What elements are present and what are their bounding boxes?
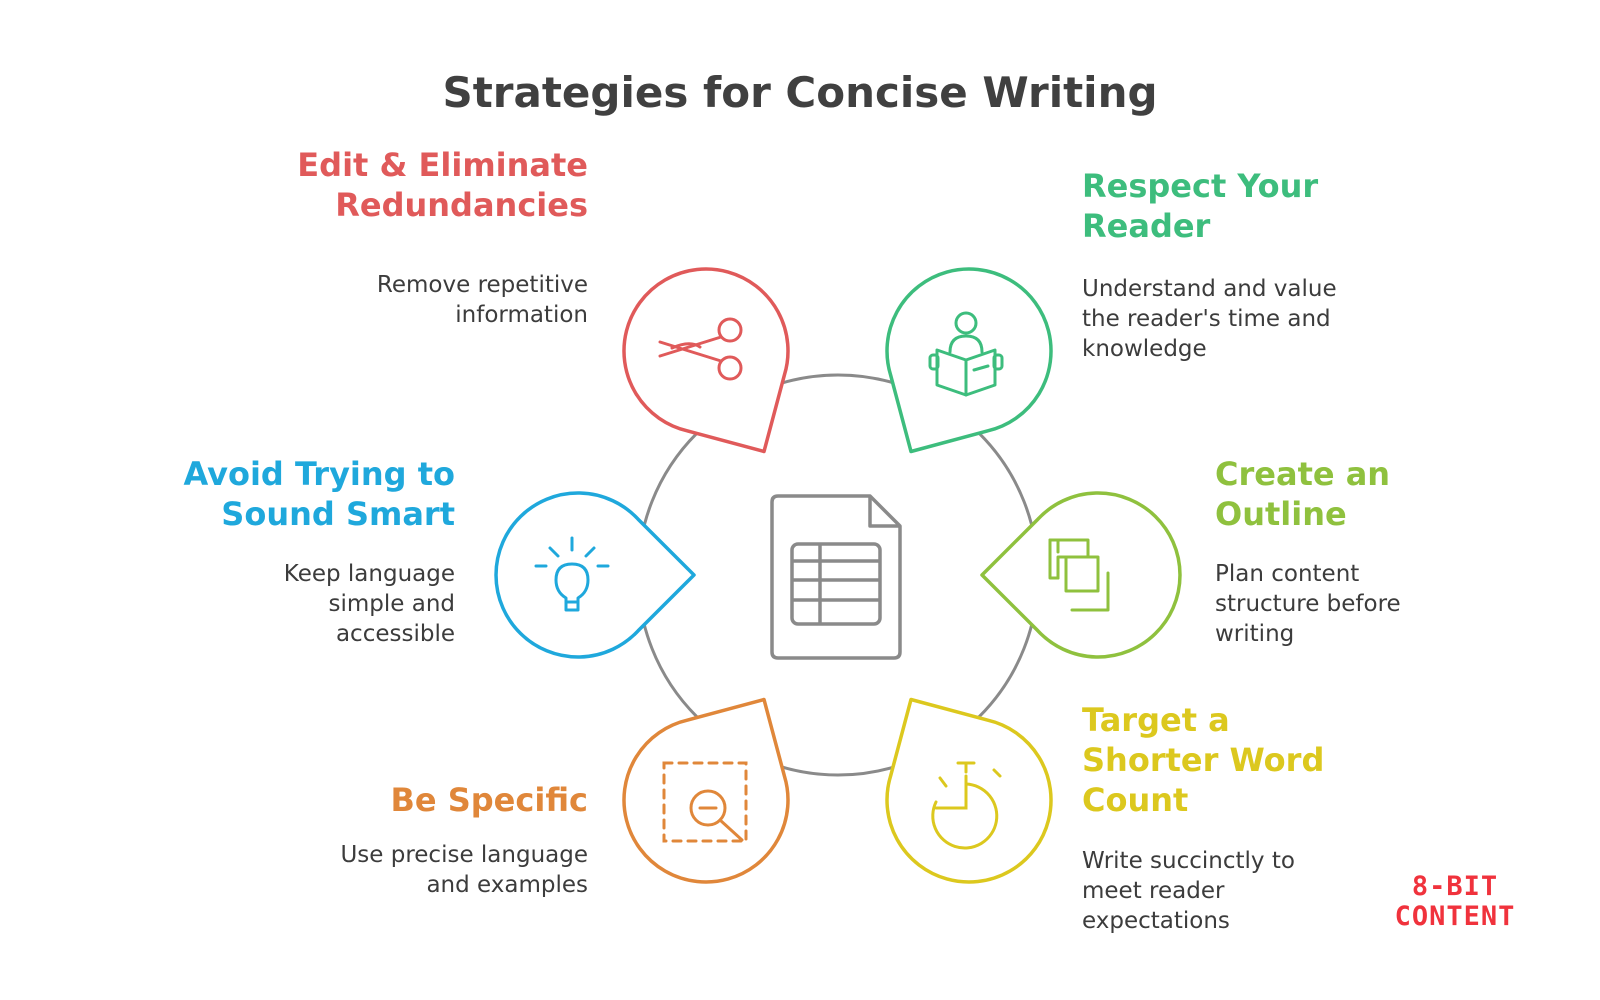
strategy-description-outline: Plan content structure before writing (1215, 561, 1401, 647)
page-title: Strategies for Concise Writing (442, 68, 1158, 117)
strategy-description-respect: Understand and value the reader's time a… (1082, 276, 1337, 362)
strategy-heading-outline: Create an Outline (1215, 455, 1391, 533)
document-table-icon (770, 494, 902, 660)
strategy-description-target: Write succinctly to meet reader expectat… (1082, 848, 1295, 934)
stopwatch-icon (931, 761, 1002, 850)
strategy-heading-target: Target a Shorter Word Count (1082, 701, 1325, 819)
pin-avoid (494, 491, 696, 659)
outline-icon (1048, 538, 1110, 612)
strategy-heading-avoid: Avoid Trying to Sound Smart (183, 455, 455, 533)
strategy-description-specific: Use precise language and examples (340, 842, 588, 898)
scissors-icon (658, 317, 743, 381)
lightbulb-icon (534, 536, 610, 612)
strategy-heading-specific: Be Specific (390, 781, 588, 819)
logo-line-1: 8-BIT (1411, 871, 1499, 902)
strategy-description-avoid: Keep language simple and accessible (283, 561, 455, 647)
magnify-icon (662, 761, 748, 843)
logo-line-2: CONTENT (1394, 901, 1516, 932)
reader-icon (928, 311, 1004, 397)
pin-outline (980, 491, 1182, 659)
strategy-description-edit: Remove repetitive information (376, 272, 588, 328)
strategy-heading-respect: Respect Your Reader (1082, 167, 1319, 245)
pin-target (885, 697, 1053, 884)
brand-logo: 8-BIT CONTENT (1380, 872, 1530, 932)
pin-edit (622, 267, 790, 454)
strategy-heading-edit: Edit & Eliminate Redundancies (297, 146, 588, 224)
